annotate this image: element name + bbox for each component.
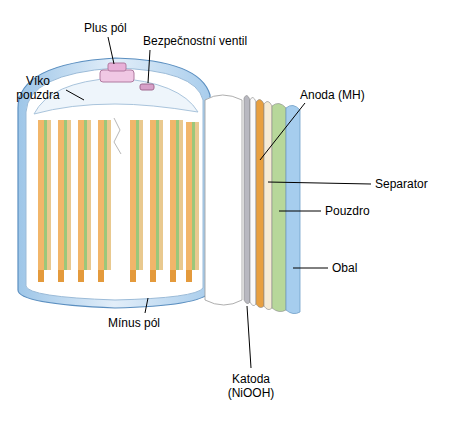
tan-band bbox=[195, 122, 199, 270]
orange-band bbox=[170, 120, 176, 270]
part-label: Separator bbox=[375, 177, 428, 191]
collector-tab bbox=[78, 270, 84, 282]
orange-band bbox=[186, 122, 192, 270]
separator-layer bbox=[264, 101, 272, 309]
anode-layer bbox=[256, 99, 264, 307]
safety-vent bbox=[140, 84, 154, 90]
orange-band bbox=[38, 120, 44, 270]
part-label: Mínus pól bbox=[108, 316, 160, 330]
green-band bbox=[192, 122, 195, 270]
leader-line bbox=[108, 37, 114, 64]
case-layer bbox=[272, 103, 286, 311]
green-band bbox=[44, 120, 47, 270]
part-label: Plus pól bbox=[84, 21, 127, 35]
tan-band bbox=[87, 120, 91, 270]
leader-line bbox=[293, 268, 328, 269]
leader-line bbox=[260, 103, 305, 160]
part-label: Katoda (NiOOH) bbox=[222, 372, 280, 400]
part-label: Obal bbox=[332, 261, 357, 275]
leader-line bbox=[247, 306, 251, 368]
white-layer bbox=[250, 97, 256, 305]
collector-tab bbox=[170, 270, 176, 282]
green-band bbox=[104, 120, 107, 270]
collector-tab bbox=[58, 270, 64, 282]
orange-band bbox=[58, 120, 64, 270]
part-label: Anoda (MH) bbox=[300, 88, 365, 102]
leader-lines bbox=[66, 37, 371, 368]
part-label: Pouzdro bbox=[325, 204, 370, 218]
collector-tab bbox=[130, 270, 136, 282]
tan-band bbox=[139, 120, 143, 270]
part-label: Bezpečnostní ventil bbox=[143, 34, 247, 48]
orange-band bbox=[98, 120, 104, 270]
plus-terminal-top bbox=[108, 63, 126, 71]
collector-tabs bbox=[38, 270, 192, 282]
tan-band bbox=[179, 120, 183, 270]
core-split bbox=[114, 118, 121, 154]
leader-line bbox=[279, 211, 321, 212]
collector-tab bbox=[186, 270, 192, 282]
white-roll-sheet bbox=[205, 95, 242, 305]
wrap-layer bbox=[286, 105, 300, 313]
green-band bbox=[156, 120, 159, 270]
tan-band bbox=[107, 120, 111, 270]
green-band bbox=[136, 120, 139, 270]
green-band bbox=[176, 120, 179, 270]
tan-band bbox=[47, 120, 51, 270]
leader-line bbox=[66, 90, 84, 100]
orange-band bbox=[78, 120, 84, 270]
green-band bbox=[64, 120, 67, 270]
leader-line bbox=[148, 50, 150, 83]
cathode-layer bbox=[244, 95, 250, 303]
collector-tab bbox=[98, 270, 104, 282]
orange-band bbox=[150, 120, 156, 270]
leader-line bbox=[145, 298, 148, 313]
tan-band bbox=[159, 120, 163, 270]
collector-tab bbox=[38, 270, 44, 282]
orange-band bbox=[130, 120, 136, 270]
inner-space bbox=[26, 68, 203, 300]
plus-terminal bbox=[100, 70, 134, 82]
collector-tab bbox=[150, 270, 156, 282]
tan-band bbox=[67, 120, 71, 270]
leader-line bbox=[268, 182, 371, 184]
electrode-roll bbox=[38, 118, 199, 270]
green-band bbox=[84, 120, 87, 270]
part-label: Víko pouzdra bbox=[12, 74, 64, 102]
